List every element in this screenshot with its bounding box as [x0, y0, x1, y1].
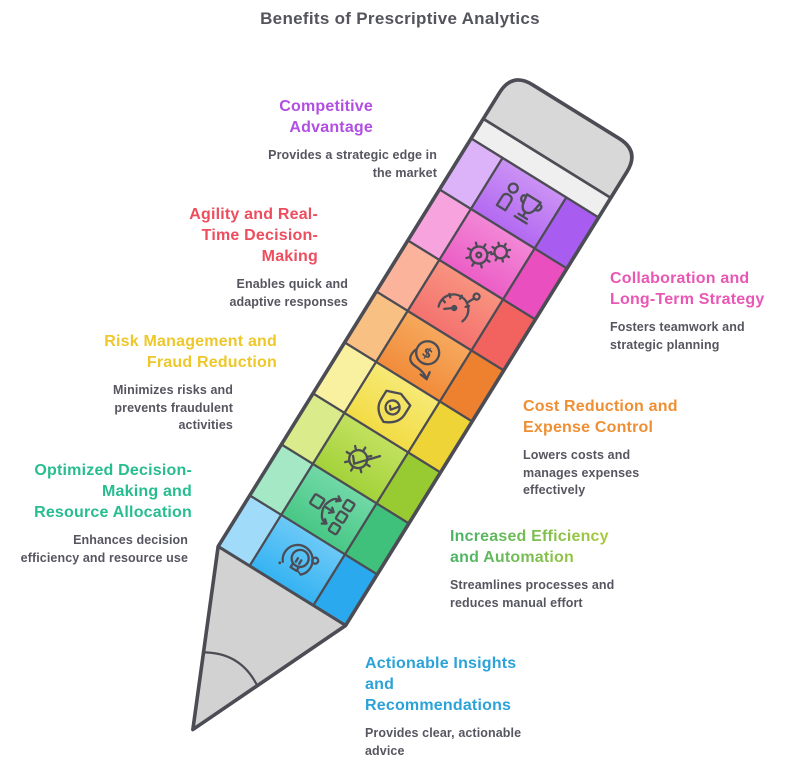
shield-check-icon [377, 389, 412, 424]
speedometer-icon [437, 292, 481, 323]
benefit-block-actionable-insights: Actionable Insights and Recommendations … [365, 653, 540, 760]
gear-check-icon [343, 444, 382, 474]
benefit-description: Enhances decision efficiency and resourc… [20, 533, 188, 565]
benefit-description: Minimizes risks and prevents fraudulent … [113, 383, 233, 433]
segment-cost-reduction [343, 290, 505, 423]
benefit-title: Competitive Advantage [279, 98, 373, 137]
benefit-title: Risk Management and Fraud Reduction [104, 333, 277, 372]
gears-collaboration-icon [465, 241, 512, 269]
benefit-block-competitive-advantage: Competitive Advantage Provides a strateg… [197, 96, 437, 182]
benefit-description: Streamlines processes and reduces manual… [450, 578, 615, 610]
page-title: Benefits of Prescriptive Analytics [260, 9, 540, 28]
benefit-block-agility: Agility and Real-Time Decision-Making En… [108, 204, 348, 311]
segment-competitive-advantage [438, 137, 600, 270]
benefit-block-optimized-decision: Optimized Decision-Making and Resource A… [0, 460, 192, 567]
benefit-block-increased-efficiency: Increased Efficiency and Automation Stre… [450, 526, 635, 612]
benefit-description: Fosters teamwork and strategic planning [610, 320, 745, 352]
benefit-title: Collaboration and Long-Term Strategy [610, 270, 765, 309]
benefit-block-risk-management: Risk Management and Fraud Reduction Mini… [33, 331, 277, 435]
benefit-title: Cost Reduction and Expense Control [523, 398, 678, 437]
benefit-description: Provides a strategic edge in the market [268, 148, 437, 180]
benefit-title: Increased Efficiency and Automation [450, 526, 618, 568]
distribution-icon [309, 493, 356, 536]
segment-efficiency [280, 392, 442, 525]
benefit-title: Optimized Decision-Making and Resource A… [34, 462, 192, 522]
benefit-title: Agility and Real-Time Decision-Making [189, 206, 318, 266]
pencil-outline [191, 78, 634, 732]
benefit-block-cost-reduction: Cost Reduction and Expense Control Lower… [523, 396, 703, 500]
benefit-description: Enables quick and adaptive responses [229, 277, 348, 309]
benefit-title: Actionable Insights and Recommendations [365, 655, 517, 715]
benefit-description: Provides clear, actionable advice [365, 726, 522, 758]
lightbulb-cycle-icon [278, 543, 320, 576]
benefit-block-collaboration: Collaboration and Long-Term Strategy Fos… [610, 268, 790, 354]
benefit-description: Lowers costs and manages expenses effect… [523, 448, 640, 498]
trophy-person-icon [495, 182, 543, 225]
